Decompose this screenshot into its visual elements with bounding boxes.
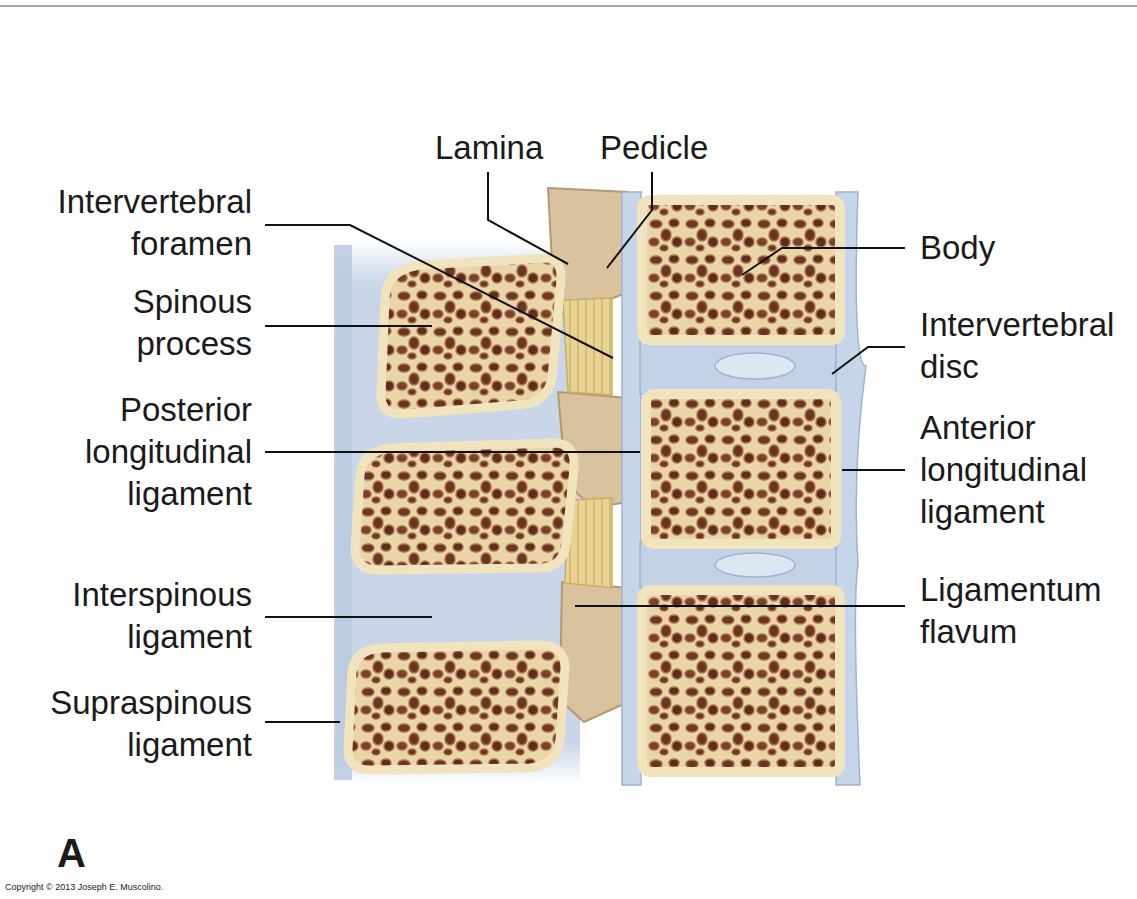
nucleus-pulposus: [715, 553, 795, 577]
part-label: Interspinous ligament: [27, 574, 252, 658]
copyright-notice: Copyright © 2013 Joseph E. Muscolino.: [5, 881, 163, 893]
vertebral-body: [646, 394, 836, 544]
leader-line: [575, 605, 905, 607]
panel-letter: A: [57, 826, 86, 880]
leader-line: [488, 172, 568, 264]
leader-line: [265, 616, 432, 618]
leader-line: [265, 721, 340, 723]
lamina-pedicle: [560, 582, 628, 722]
part-label: Posterior longitudinal ligament: [27, 389, 252, 515]
nucleus-pulposus: [715, 353, 795, 379]
part-label: Body: [920, 227, 995, 269]
part-label: Lamina: [435, 127, 543, 169]
leader-line: [265, 225, 613, 358]
part-label: Intervertebral disc: [920, 304, 1137, 388]
vertebral-body: [642, 200, 840, 340]
spinous-process-shape: [381, 258, 561, 414]
part-label: Intervertebral foramen: [27, 181, 252, 265]
leader-line: [265, 451, 640, 453]
leader-line: [607, 172, 652, 268]
part-label: Pedicle: [600, 127, 708, 169]
vertebral-body: [642, 590, 840, 772]
leader-line: [832, 347, 905, 374]
leader-line: [842, 469, 905, 471]
spinous-process-shape: [355, 443, 574, 570]
part-label: Supraspinous ligament: [27, 682, 252, 766]
leader-line: [742, 248, 905, 275]
leader-line: [265, 325, 432, 327]
top-rule: [0, 5, 1137, 7]
intervertebral-disc-shape: [640, 338, 845, 394]
ligamentum-flavum-shape: [563, 298, 612, 395]
part-label: Ligamentum flavum: [920, 569, 1137, 653]
part-label: Spinous process: [27, 281, 252, 365]
part-label: Anterior longitudinal ligament: [920, 407, 1137, 533]
spinous-process-shape: [348, 645, 565, 770]
